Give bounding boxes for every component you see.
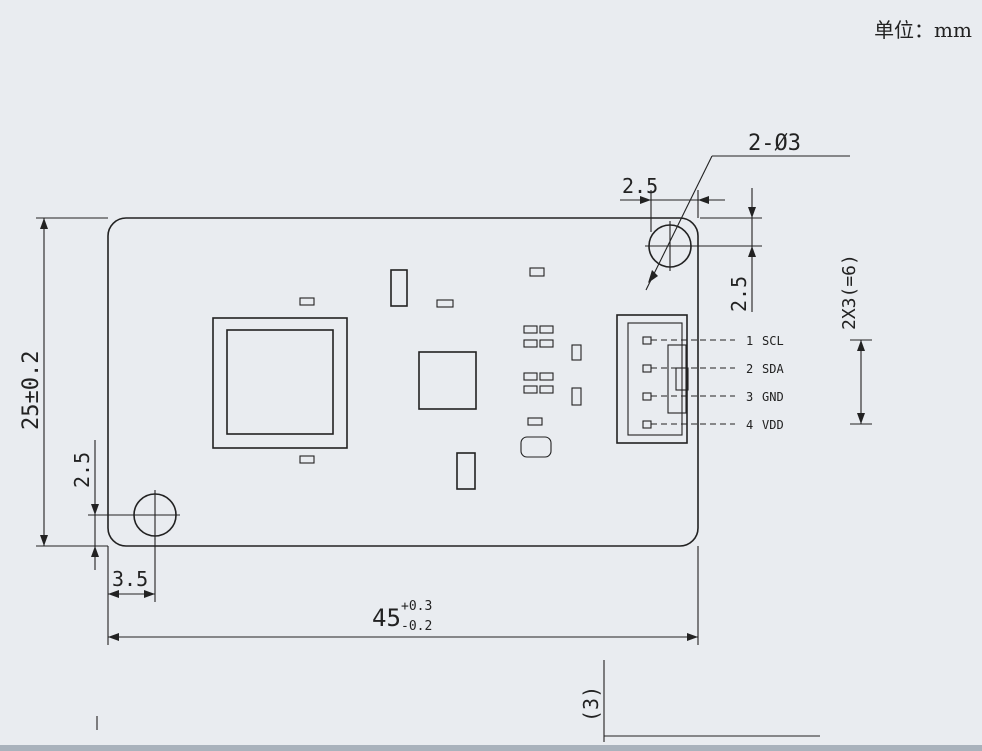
pin-3-name: GND <box>762 390 784 404</box>
pin-4-name: VDD <box>762 418 784 432</box>
svg-text:2.5: 2.5 <box>70 452 94 488</box>
dim-top-y: 2.5 <box>692 188 762 312</box>
pin-2-num: 2 <box>746 362 753 376</box>
pin-labels: 1 SCL 2 SDA 3 GND 4 VDD <box>746 334 784 432</box>
dim-width: 45 +0.3 -0.2 <box>107 546 699 645</box>
dim-bottom-y: 2.5 <box>70 440 175 570</box>
svg-text:45: 45 <box>372 604 401 632</box>
pin-1-num: 1 <box>746 334 753 348</box>
pin-3-num: 3 <box>746 390 753 404</box>
svg-text:-0.2: -0.2 <box>401 619 432 634</box>
svg-text:+0.3: +0.3 <box>401 599 432 614</box>
pcb-outline <box>107 217 699 547</box>
pin-1-name: SCL <box>762 334 784 348</box>
svg-text:2.5: 2.5 <box>727 276 751 312</box>
svg-text:2-Ø3: 2-Ø3 <box>748 131 801 156</box>
pin-2-name: SDA <box>762 362 784 376</box>
pin-4-num: 4 <box>746 418 753 432</box>
svg-text:2X3(=6): 2X3(=6) <box>839 254 860 330</box>
connector <box>616 314 735 444</box>
svg-text:2.5: 2.5 <box>622 174 658 198</box>
dim-height: 25±0.2 <box>19 217 108 547</box>
dim-bottom-x: 3.5 <box>107 538 156 602</box>
svg-text:(3): (3) <box>579 686 603 722</box>
sensor-chip <box>212 317 348 449</box>
dim-top-x: 2.5 <box>620 174 725 232</box>
dim-hole-callout: 2-Ø3 <box>645 131 850 291</box>
dim-pin-pitch: 2X3(=6) <box>839 254 872 425</box>
svg-text:25±0.2: 25±0.2 <box>19 351 44 430</box>
unit-label: 单位：mm <box>874 18 972 42</box>
dim-thickness: (3) <box>579 660 820 742</box>
mounting-hole-top-right <box>645 221 695 271</box>
svg-text:3.5: 3.5 <box>112 567 148 591</box>
center-ic <box>418 351 477 410</box>
smd-components <box>299 267 582 490</box>
